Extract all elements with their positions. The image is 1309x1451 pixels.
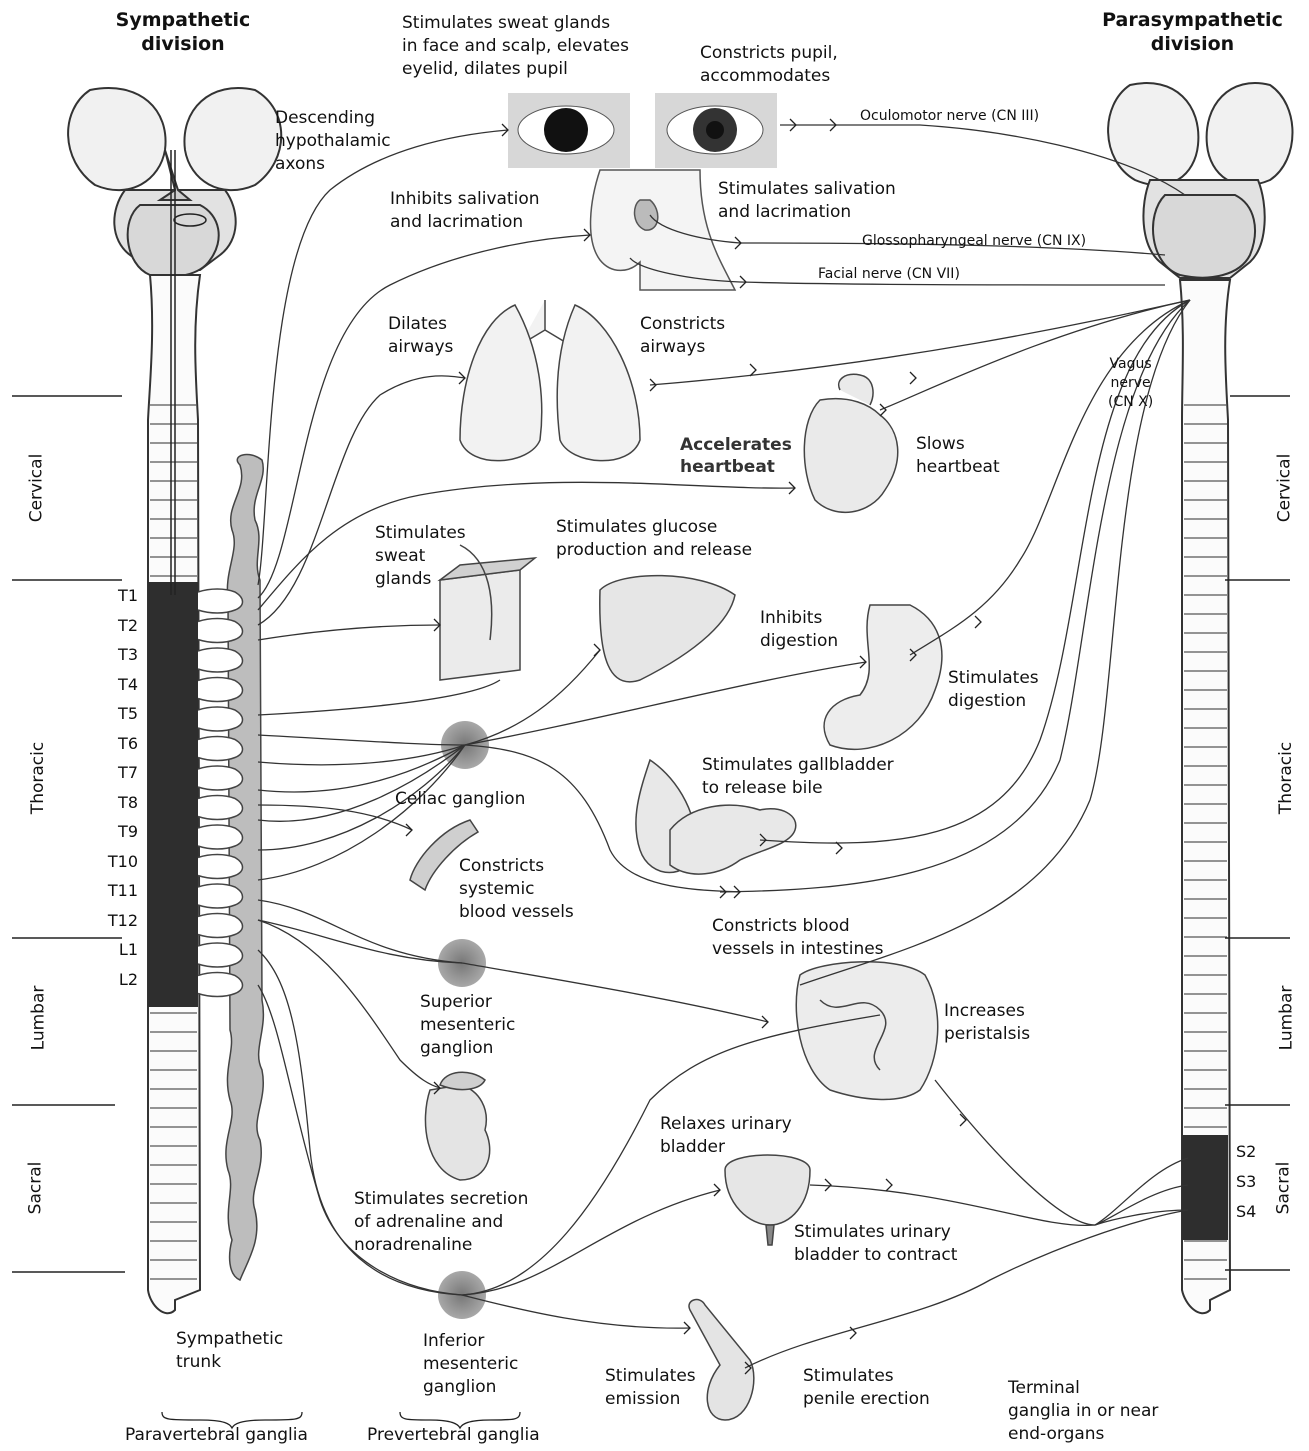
label-gallbladder: Stimulates gallbladder to release bile — [702, 754, 894, 800]
segment-right-cervical: Cervical — [1274, 454, 1294, 523]
penis — [689, 1300, 754, 1420]
parasympathetic-title: Parasympathetic division — [1085, 8, 1300, 56]
segment-left-cervical: Cervical — [26, 454, 46, 523]
segment-right-sacral: Sacral — [1273, 1162, 1293, 1215]
eye-sympathetic — [508, 93, 630, 168]
synapse-markers — [406, 119, 981, 1374]
segment-left-thoracic: Thoracic — [28, 742, 48, 814]
sympathetic-title: Sympathetic division — [68, 8, 298, 56]
label-accelerates-heartbeat: Accelerates heartbeat — [680, 434, 792, 478]
nerve-pathways — [258, 125, 1190, 1368]
label-constricts-airways: Constricts airways — [640, 313, 725, 359]
label-glucose: Stimulates glucose production and releas… — [556, 516, 752, 562]
sacral-level-s3: S3 — [1236, 1172, 1256, 1191]
segment-right-thoracic: Thoracic — [1276, 742, 1296, 814]
label-inhibits-salivation: Inhibits salivation and lacrimation — [390, 188, 540, 234]
label-eye-sympathetic: Stimulates sweat glands in face and scal… — [402, 12, 629, 81]
label-vagus-nerve: Vagus nerve (CN X) — [1108, 355, 1153, 412]
label-oculomotor-nerve: Oculomotor nerve (CN III) — [860, 107, 1039, 126]
label-eye-parasympathetic: Constricts pupil, accommodates — [700, 42, 838, 88]
label-stimulates-salivation: Stimulates salivation and lacrimation — [718, 178, 896, 224]
label-peristalsis: Increases peristalsis — [944, 1000, 1030, 1046]
label-paravertebral-ganglia: Paravertebral ganglia — [125, 1424, 308, 1447]
label-slows-heartbeat: Slows heartbeat — [916, 433, 1000, 479]
segment-left-lumbar: Lumbar — [28, 986, 48, 1051]
label-sympathetic-trunk: Sympathetic trunk — [176, 1328, 283, 1374]
label-inferior-mesenteric: Inferior mesenteric ganglion — [423, 1330, 518, 1399]
spinal-level-t4: T4 — [98, 675, 138, 694]
spinal-level-t10: T10 — [98, 852, 138, 871]
spinal-level-t3: T3 — [98, 645, 138, 664]
label-constricts-vessels: Constricts systemic blood vessels — [459, 855, 574, 924]
spinal-level-t2: T2 — [98, 616, 138, 635]
label-facial-nerve: Facial nerve (CN VII) — [818, 265, 960, 284]
spinal-level-t1: T1 — [98, 586, 138, 605]
label-glossopharyngeal-nerve: Glossopharyngeal nerve (CN IX) — [862, 232, 1086, 251]
segment-right-lumbar: Lumbar — [1276, 986, 1296, 1051]
stomach — [824, 605, 942, 749]
spinal-level-t9: T9 — [98, 822, 138, 841]
left-spinal-cord — [148, 275, 200, 1313]
label-celiac-ganglion: Celiac ganglion — [395, 788, 525, 811]
heart — [804, 374, 897, 512]
sacral-level-s4: S4 — [1236, 1202, 1256, 1221]
segment-left-sacral: Sacral — [25, 1162, 45, 1215]
sacral-level-s2: S2 — [1236, 1142, 1256, 1161]
label-adrenaline: Stimulates secretion of adrenaline and n… — [354, 1188, 528, 1257]
label-bladder-contract: Stimulates urinary bladder to contract — [794, 1221, 957, 1267]
label-stimulates-digestion: Stimulates digestion — [948, 667, 1039, 713]
spinal-level-l2: L2 — [98, 970, 138, 989]
spinal-level-t8: T8 — [98, 793, 138, 812]
label-prevertebral-ganglia: Prevertebral ganglia — [367, 1424, 540, 1447]
spinal-level-t7: T7 — [98, 763, 138, 782]
lungs — [460, 300, 640, 461]
label-terminal-ganglia: Terminal ganglia in or near end-organs — [1008, 1377, 1158, 1446]
label-inhibits-digestion: Inhibits digestion — [760, 607, 838, 653]
spinal-level-t6: T6 — [98, 734, 138, 753]
liver — [600, 576, 735, 682]
spinal-level-t12: T12 — [98, 911, 138, 930]
label-relaxes-bladder: Relaxes urinary bladder — [660, 1113, 792, 1159]
label-intestine-vessels: Constricts blood vessels in intestines — [712, 915, 884, 961]
label-sweat-glands: Stimulates sweat glands — [375, 522, 466, 591]
label-descending-axons: Descending hypothalamic axons — [275, 107, 391, 176]
label-erection: Stimulates penile erection — [803, 1365, 930, 1411]
label-emission: Stimulates emission — [605, 1365, 696, 1411]
label-superior-mesenteric: Superior mesenteric ganglion — [420, 991, 515, 1060]
spinal-level-l1: L1 — [98, 940, 138, 959]
label-dilates-airways: Dilates airways — [388, 313, 453, 359]
eye-parasympathetic — [655, 93, 777, 168]
spinal-level-t5: T5 — [98, 704, 138, 723]
spinal-level-t11: T11 — [98, 881, 138, 900]
kidney-adrenal — [425, 1072, 489, 1180]
intestines — [796, 962, 937, 1100]
right-brain — [1108, 83, 1292, 278]
